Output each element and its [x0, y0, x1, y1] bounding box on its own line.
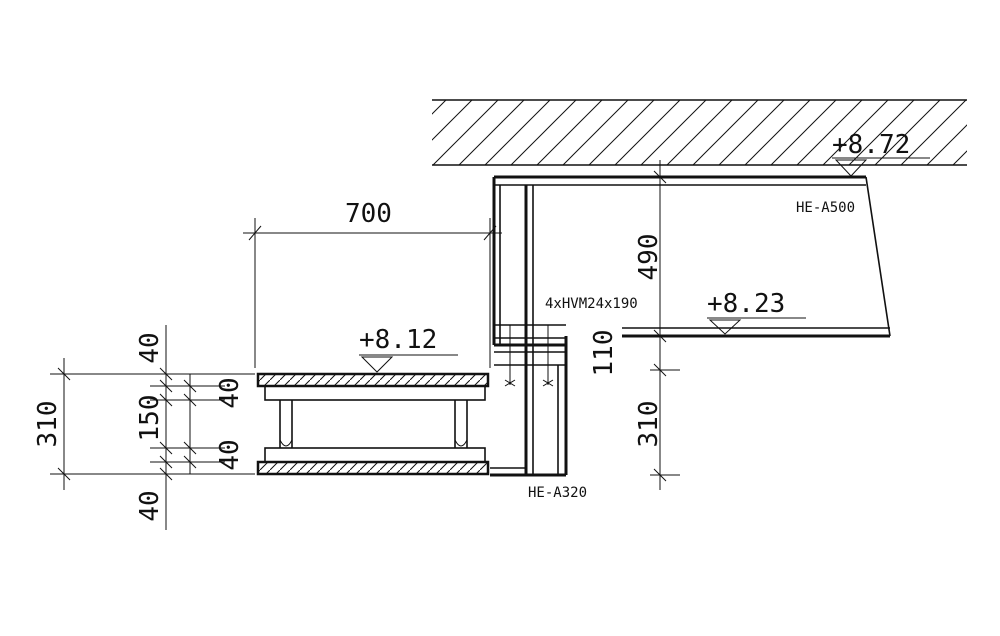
dimension-bottom-plate-label: 40 [135, 490, 165, 521]
elevation-top-label: +8.72 [832, 130, 910, 160]
dimension-span-label: 700 [345, 199, 392, 229]
slab-assembly [256, 372, 490, 476]
dimension-right-depth-label: 310 [634, 401, 664, 448]
dimension-span: 700 [243, 199, 502, 368]
elevation-marker-slab: +8.12 [359, 325, 458, 373]
girder-he-a500: HE-A500 [492, 175, 891, 475]
girder-profile-label: HE-A500 [796, 200, 855, 216]
bolt-spec-label: 4xHVM24x190 [545, 296, 638, 312]
elevation-marker-top: +8.72 [832, 130, 930, 177]
bolt-group: 4xHVM24x190 [494, 296, 638, 387]
dimension-layer-lower-label: 40 [215, 439, 245, 470]
dimension-top-plate-label: 40 [135, 332, 165, 363]
elevation-marker-girder: +8.23 [707, 289, 806, 335]
elevation-slab-label: +8.12 [359, 325, 437, 355]
dimension-gap-label: 110 [589, 330, 619, 377]
dimension-left: 310 40 150 40 40 40 [33, 325, 255, 530]
column-he-a320: HE-A320 [490, 336, 587, 501]
dimension-right: 490 110 310 [589, 160, 680, 490]
column-profile-label: HE-A320 [528, 485, 587, 501]
elevation-girder-label: +8.23 [707, 289, 785, 319]
dimension-layer-upper-label: 40 [215, 377, 245, 408]
dimension-left-total-label: 310 [33, 401, 63, 448]
concrete-ceiling [432, 99, 967, 166]
dimension-girder-height-label: 490 [634, 234, 664, 281]
dimension-core-label: 150 [135, 395, 165, 442]
